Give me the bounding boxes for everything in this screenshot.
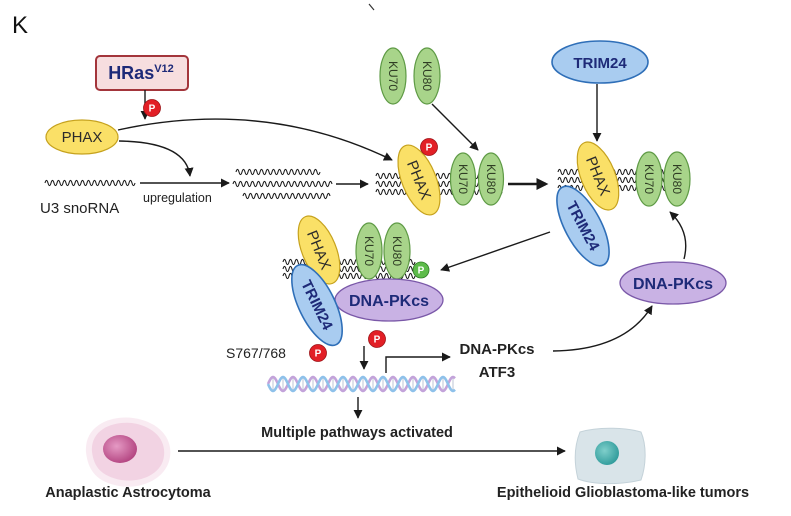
cell-to-label: Epithelioid Glioblastoma-like tumors [497, 485, 749, 501]
dna-strand-a [266, 375, 456, 393]
complex2-phax: PHAX [576, 141, 620, 211]
complex3-ku70-label: KU70 [362, 236, 376, 266]
trim24-free: TRIM24 [551, 40, 649, 84]
arrow-dnapkcs-to-complex2 [669, 211, 687, 260]
u3-snorna-label: U3 snoRNA [40, 200, 119, 217]
phax-free: PHAX [45, 119, 119, 155]
arrow-complex2-to-complex3 [440, 231, 551, 272]
dna-helix [266, 375, 456, 393]
dna-rungs [272, 378, 454, 390]
dna-strand-b [266, 375, 456, 393]
arrow-dna-to-targets [385, 352, 451, 373]
complex1-phax: PHAX [397, 144, 441, 216]
complex3-dnapkcs-label: DNA-PKcs [349, 293, 429, 310]
phospho-site-label: S767/768 [226, 345, 286, 361]
complex3-phospho-green-label: P [418, 266, 425, 277]
trim24-free-label: TRIM24 [573, 55, 627, 72]
complex2-rna-2 [557, 176, 685, 184]
complex1: PHAX KU70 KU80 P [375, 138, 505, 216]
arrow-phax-to-upregulation [118, 140, 194, 177]
ku70-free: KU70 [379, 47, 407, 105]
hras-box [95, 55, 189, 91]
dnapkcs-free: DNA-PKcs [619, 261, 727, 305]
dnapkcs-free-label: DNA-PKcs [633, 276, 713, 293]
complex1-ku70-label: KU70 [456, 164, 470, 194]
panel-label: K [12, 12, 28, 39]
complex2-rna-3 [557, 184, 685, 192]
hras-superscript: V12 [154, 63, 174, 75]
snorna-strand-2 [232, 180, 333, 188]
ku80-free-label: KU80 [420, 61, 434, 91]
complex3: PHAX KU70 KU80 DNA-PKcs TRIM24 P P P [282, 215, 444, 362]
hras-node: HRasV12 [95, 55, 189, 91]
phospho-label: P [149, 104, 156, 115]
dnapkcs-phospho-label: P [374, 335, 381, 346]
cell-from-label: Anaplastic Astrocytoma [45, 485, 211, 501]
arrow-ku-to-complex1 [431, 103, 479, 151]
trim24-phospho-label: P [315, 349, 322, 360]
target-dnapkcs: DNA-PKcs [459, 341, 534, 358]
phospho-hras: P [143, 99, 161, 117]
arrow-targets-to-dnapkcs [552, 305, 653, 352]
complex2-ku80: KU80 [663, 151, 691, 207]
arrow-phax-to-complex1 [117, 118, 393, 161]
complex2-ku70: KU70 [635, 151, 663, 207]
complex2: PHAX KU70 KU80 TRIM24 [556, 141, 691, 267]
snorna-strand-3 [242, 192, 331, 200]
hras-name: HRas [108, 63, 154, 83]
complex2-ku80-label: KU80 [670, 164, 684, 194]
complex1-phospho-label: P [426, 143, 433, 154]
complex1-ku80-label: KU80 [484, 164, 498, 194]
glioblastoma-nucleus [595, 441, 619, 465]
target-atf3: ATF3 [479, 364, 515, 381]
complex1-ku80: KU80 [477, 152, 505, 206]
upregulation-label: upregulation [143, 191, 212, 205]
astrocytoma-cell [85, 417, 171, 487]
snorna-strand-1 [235, 168, 321, 176]
pathways-label: Multiple pathways activated [261, 425, 453, 441]
scan-mark [368, 3, 375, 11]
complex3-dnapkcs: DNA-PKcs [334, 278, 444, 322]
complex3-ku70: KU70 [355, 222, 383, 280]
trim24-phospho-site: P [309, 344, 327, 362]
dnapkcs-phospho: P [368, 330, 386, 348]
complex1-ku70: KU70 [449, 152, 477, 206]
complex1-phospho: P [420, 138, 438, 156]
complex2-ku70-label: KU70 [642, 164, 656, 194]
u3-snorna-strand [44, 179, 136, 187]
complex3-ku80: KU80 [383, 222, 411, 280]
complex3-ku80-label: KU80 [390, 236, 404, 266]
ku80-free: KU80 [413, 47, 441, 105]
astrocytoma-nucleus [103, 435, 137, 463]
glioblastoma-cell [574, 427, 646, 485]
ku70-free-label: KU70 [386, 61, 400, 91]
phax-free-label: PHAX [62, 129, 103, 146]
complex3-phospho-green: P [412, 261, 430, 279]
hras-label: HRasV12 [108, 63, 174, 83]
